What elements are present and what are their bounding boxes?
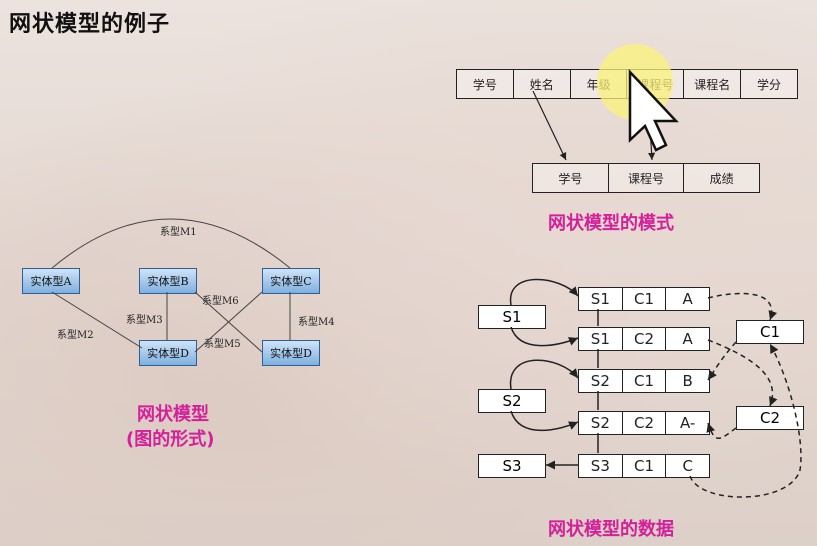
link-s2-b xyxy=(510,410,579,432)
data-row: S3 C1 C xyxy=(578,454,710,478)
data-cell-grade: C xyxy=(665,455,709,477)
schema2-cell: 成绩 xyxy=(683,164,759,192)
data-cell-course: C2 xyxy=(621,412,666,434)
link-c2-b xyxy=(706,422,737,439)
relation-m6: 系型M6 xyxy=(202,296,239,307)
edge-m6 xyxy=(194,291,263,353)
data-cell-student: S3 xyxy=(590,457,610,475)
data-row: S2 C2 A- xyxy=(578,411,710,435)
link-s1 xyxy=(510,278,579,306)
data-cell-course: C1 xyxy=(621,288,666,310)
entity-c: 实体型C xyxy=(262,268,320,294)
link-s2 xyxy=(509,359,579,390)
data-caption: 网状模型的数据 xyxy=(548,519,674,540)
data-cell-grade: A xyxy=(665,288,709,310)
data-cell-course: C1 xyxy=(621,455,666,477)
schema1-cell: 学号 xyxy=(472,77,497,92)
relation-m2: 系型M2 xyxy=(57,330,94,341)
data-cell-grade: A- xyxy=(665,412,709,434)
edge-m1 xyxy=(51,218,291,269)
student-node-s3: S3 xyxy=(478,454,546,478)
schema1-cell: 学分 xyxy=(740,70,797,98)
relation-m1: 系型M1 xyxy=(160,227,197,238)
mouse-pointer-icon xyxy=(628,68,679,152)
graph-caption-line1: 网状模型 xyxy=(137,404,209,425)
data-cell-course: C1 xyxy=(621,370,666,392)
graph-caption-line2: (图的形式) xyxy=(126,429,215,450)
data-cell-student: S1 xyxy=(590,290,610,308)
entity-b: 实体型B xyxy=(139,268,197,294)
entity-d-left: 实体型D xyxy=(139,340,197,366)
schema-caption: 网状模型的模式 xyxy=(548,213,674,234)
link-c-loop xyxy=(689,343,802,498)
page-title: 网状模型的例子 xyxy=(9,12,171,37)
edge-m2 xyxy=(51,291,143,349)
schema1-cell: 课程名 xyxy=(683,70,740,98)
entity-a: 实体型A xyxy=(22,268,80,294)
schema2-cell: 学号 xyxy=(558,171,583,186)
schema2-cell: 课程号 xyxy=(607,164,684,192)
data-cell-student: S1 xyxy=(590,330,610,348)
data-row: S2 C1 B xyxy=(578,369,710,393)
data-cell-course: C2 xyxy=(621,328,666,350)
data-row: S1 C2 A xyxy=(578,327,710,351)
schema-arrow-studentid xyxy=(532,90,567,161)
relation-m5: 系型M5 xyxy=(204,339,241,350)
link-c1 xyxy=(707,292,778,321)
student-node-s1: S1 xyxy=(478,305,546,329)
data-row: S1 C1 A xyxy=(578,287,710,311)
course-node-c2: C2 xyxy=(736,406,804,430)
data-cell-grade: B xyxy=(665,370,709,392)
data-cell-student: S2 xyxy=(590,414,610,432)
course-node-c1: C1 xyxy=(736,320,804,344)
link-c2 xyxy=(707,339,778,407)
link-s1-b xyxy=(510,326,579,347)
student-node-s2: S2 xyxy=(478,389,546,413)
relation-m4: 系型M4 xyxy=(298,317,335,328)
schema-table-2: 学号 课程号 成绩 xyxy=(532,163,760,193)
entity-d-right: 实体型D xyxy=(262,340,320,366)
schema1-cell: 姓名 xyxy=(512,70,570,98)
relation-m3: 系型M3 xyxy=(126,315,163,326)
data-cell-grade: A xyxy=(665,328,709,350)
data-cell-student: S2 xyxy=(590,372,610,390)
link-c1-b xyxy=(707,341,737,381)
